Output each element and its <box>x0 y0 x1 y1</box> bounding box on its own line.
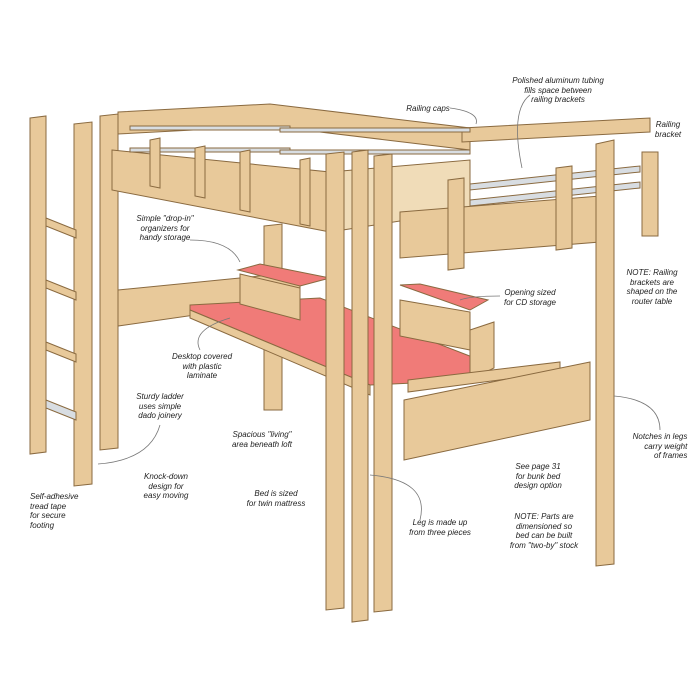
label-line: Sturdy ladder <box>136 392 184 401</box>
label-line: handy storage <box>139 233 191 242</box>
label-line: organizers for <box>140 223 190 233</box>
label-line: for secure <box>30 511 66 520</box>
label-line: bracket <box>654 129 682 139</box>
label-line: Bed is sized <box>254 489 298 498</box>
label-line: shaped on the <box>626 287 678 296</box>
label-line: Railing <box>655 120 681 129</box>
label-line: carry weight <box>644 441 688 451</box>
label-line: Polished aluminum tubing <box>512 76 604 85</box>
label-line: for twin mattress <box>246 498 306 508</box>
label-bunk-bed: See page 31 for bunk bed design option <box>514 462 562 491</box>
label-line: easy moving <box>143 491 189 500</box>
label-railing-bracket: Railing bracket <box>655 120 681 139</box>
label-line: design option <box>514 481 562 490</box>
label-line: Desktop covered <box>171 352 233 361</box>
label-line: Opening sized <box>504 288 556 297</box>
label-line: for CD storage <box>503 297 557 307</box>
callout-lines <box>97 94 661 521</box>
label-notches: Notches in legs carry weight of frames <box>633 432 688 461</box>
label-twin-mattress: Bed is sized for twin mattress <box>247 489 306 508</box>
front-leg <box>325 149 393 623</box>
label-line: for bunk bed <box>515 471 561 481</box>
label-line: tread tape <box>30 501 67 511</box>
label-desktop: Desktop covered with plastic laminate <box>172 352 232 381</box>
label-line: uses simple <box>138 401 182 411</box>
label-line: Railing caps <box>406 104 450 113</box>
label-line: See page 31 <box>515 462 561 471</box>
label-line: laminate <box>186 371 218 380</box>
label-line: Self-adhesive <box>30 492 79 501</box>
label-line: fills space between <box>524 85 592 95</box>
label-line: Simple "drop-in" <box>136 214 194 223</box>
label-line: Notches in legs <box>632 432 688 441</box>
label-line: dado joinery <box>138 411 182 420</box>
label-knockdown: Knock-down design for easy moving <box>144 472 189 501</box>
label-line: of frames <box>654 451 688 460</box>
label-line: NOTE: Railing <box>626 268 678 277</box>
label-line: from "two-by" stock <box>509 540 579 550</box>
label-line: Spacious "living" <box>232 430 292 439</box>
label-tubing: Polished aluminum tubing fills space bet… <box>512 76 604 105</box>
label-line: railing brackets <box>531 95 585 104</box>
label-line: area beneath loft <box>231 439 293 449</box>
label-line: Leg is made up <box>412 518 468 527</box>
label-note-parts: NOTE: Parts are dimensioned so bed can b… <box>510 512 578 550</box>
label-line: design for <box>148 481 184 491</box>
label-tread-tape: Self-adhesive tread tape for secure foot… <box>30 492 78 530</box>
label-line: router table <box>631 296 673 306</box>
label-line: brackets are <box>629 277 675 287</box>
label-leg-pieces: Leg is made up from three pieces <box>409 518 471 537</box>
ladder <box>29 115 93 487</box>
leg-right <box>595 139 615 567</box>
label-line: dimensioned so <box>515 521 573 531</box>
label-line: footing <box>30 520 55 530</box>
label-line: Knock-down <box>143 472 189 481</box>
label-line: NOTE: Parts are <box>514 512 574 521</box>
label-cd-storage: Opening sized for CD storage <box>504 288 556 307</box>
label-note-brackets: NOTE: Railing brackets are shaped on the… <box>626 268 677 306</box>
label-ladder: Sturdy ladder uses simple dado joinery <box>136 392 184 421</box>
label-living-area: Spacious "living" area beneath loft <box>232 430 292 449</box>
label-line: from three pieces <box>409 527 471 537</box>
label-line: bed can be built <box>515 531 573 540</box>
label-organizers: Simple "drop-in" organizers for handy st… <box>136 214 193 243</box>
label-railing-caps: Railing caps <box>406 104 450 114</box>
desk <box>117 263 591 461</box>
leg-back-left <box>99 113 119 451</box>
label-line: with plastic <box>182 361 222 371</box>
